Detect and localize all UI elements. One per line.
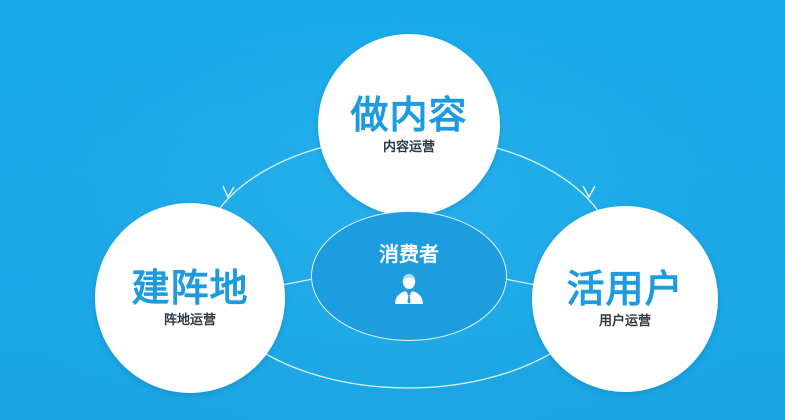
- node-subtitle: 阵地运营: [163, 313, 216, 328]
- user-with-tie-icon: [395, 273, 423, 304]
- node-subtitle: 内容运营: [382, 140, 435, 155]
- node-user-operations: 活用户 用户运营: [532, 206, 718, 392]
- node-title: 建阵地: [131, 266, 249, 310]
- connector-right: [504, 278, 537, 286]
- node-title: 消费者: [379, 242, 439, 266]
- node-position-operations: 建阵地 阵地运营: [95, 203, 285, 393]
- node-content-operations: 做内容 内容运营: [318, 34, 500, 216]
- node-subtitle: 用户运营: [598, 314, 651, 329]
- node-consumer: 消费者: [311, 211, 507, 341]
- node-title: 做内容: [350, 93, 468, 137]
- arrow-left-ring-icon: [222, 185, 235, 199]
- arrow-right-ring-icon: [582, 185, 596, 199]
- connector-left: [281, 278, 314, 286]
- node-title: 活用户: [566, 267, 684, 311]
